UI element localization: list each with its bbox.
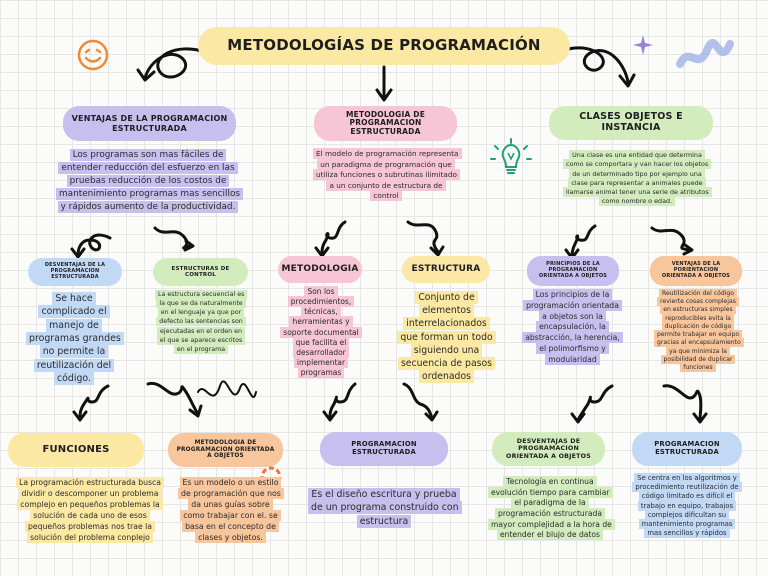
arrow-title-center-head [375,88,393,102]
smiley-icon [77,39,109,71]
desventajas-estructurada-heading: DESVENTAJAS DE LA PROGRAMACION ESTRUCTUR… [28,258,122,286]
arrow-right-desv [576,384,614,422]
arrow-center-prog-2 [402,382,434,420]
ventajas-estructurada-heading: VENTAJAS DE LA PROGRAMACION ESTRUCTURADA [63,106,236,141]
funciones-heading: FUNCIONES [8,433,144,467]
desventajas-estructurada-text: Se hace complicado el manejo de programa… [26,292,124,386]
estructura-heading: ESTRUCTURA [402,256,490,283]
ventajas-poo-text: Reutilización del código revierte cosas … [654,289,744,372]
moo-heading: METODOLOGIA DE PROGRAMACION ORIENTADA A … [168,433,283,467]
arrow-title-left-head [136,68,156,82]
funciones-text: La programación estructurada busca divid… [14,477,166,544]
arrow-left-sub1 [76,233,112,257]
ventajas-poo-heading: VENTAJAS DE LA PORIENTACION ORIENTADA A … [650,256,742,286]
clases-objetos-heading: CLASES OBJETOS E INSTANCIA [549,106,713,140]
arrow-right-sub2 [650,226,692,252]
arrow-right-prog [662,384,703,422]
metodologia-estructurada-text: El modelo de programación representa un … [313,148,462,202]
lightbulb-icon [490,138,532,174]
estructura-text: Conjunto de elementos interrelacionados … [396,291,497,384]
arrow-title-right-head [618,73,636,88]
arrow-left-funciones [78,384,110,420]
ventajas-estructurada-text: Los programas son mas fáciles de entende… [56,149,244,214]
clases-objetos-text: Una clase es una entidad que determina c… [563,150,712,207]
desventajas-poo-text: Tecnología en continua evolución tiempo … [488,476,615,541]
arrow-left-scribble [197,380,257,398]
arrow-center-estructura [406,220,440,254]
desventajas-poo-heading: DESVENTAJAS DE PROGRAMACION ORIENTADA A … [492,432,605,466]
page-title: METODOLOGÍAS DE PROGRAMACIÓN [198,27,570,65]
metodologia-heading: METODOLOGIA [278,256,362,283]
sparkle-icon [633,35,653,55]
prog-estructurada-right-heading: PROGRAMACION ESTRUCTURADA [632,432,742,466]
estructuras-control-text: La estructura secuencial es la que se da… [155,290,248,354]
arrow-title-right [563,46,630,84]
metodologia-estructurada-heading: METODOLOGIA DE PROGRAMACION ESTRUCTURADA [314,106,457,141]
estructuras-control-heading: ESTRUCTURAS DE CONTROL [153,258,248,286]
arrow-left-sub2 [153,226,192,250]
prog-estructurada-right-text: Se centra en los algoritmos y procedimie… [632,473,742,539]
arrow-right-sub1 [570,224,597,258]
metodologia-text: Son los procedimientos, técnicas, herram… [278,286,364,378]
prog-estructurada-center-heading: PROGRAMACION ESTRUCTURADA [320,432,448,466]
principios-poo-heading: PRINCIPIOS DE LA PROGRAMACION ORIENTADA … [527,256,619,286]
scribble-icon [676,38,734,68]
arrow-center-metodologia [320,220,347,256]
arrow-title-left [143,47,207,80]
moo-text: Es un modelo o un estilo de programación… [178,477,284,543]
arrow-left-moo [146,381,200,416]
arrow-center-prog [328,382,357,420]
principios-poo-text: Los principios de la programación orient… [522,289,623,365]
prog-estructurada-center-text: Es el diseño escritura y prueba de un pr… [308,488,462,528]
